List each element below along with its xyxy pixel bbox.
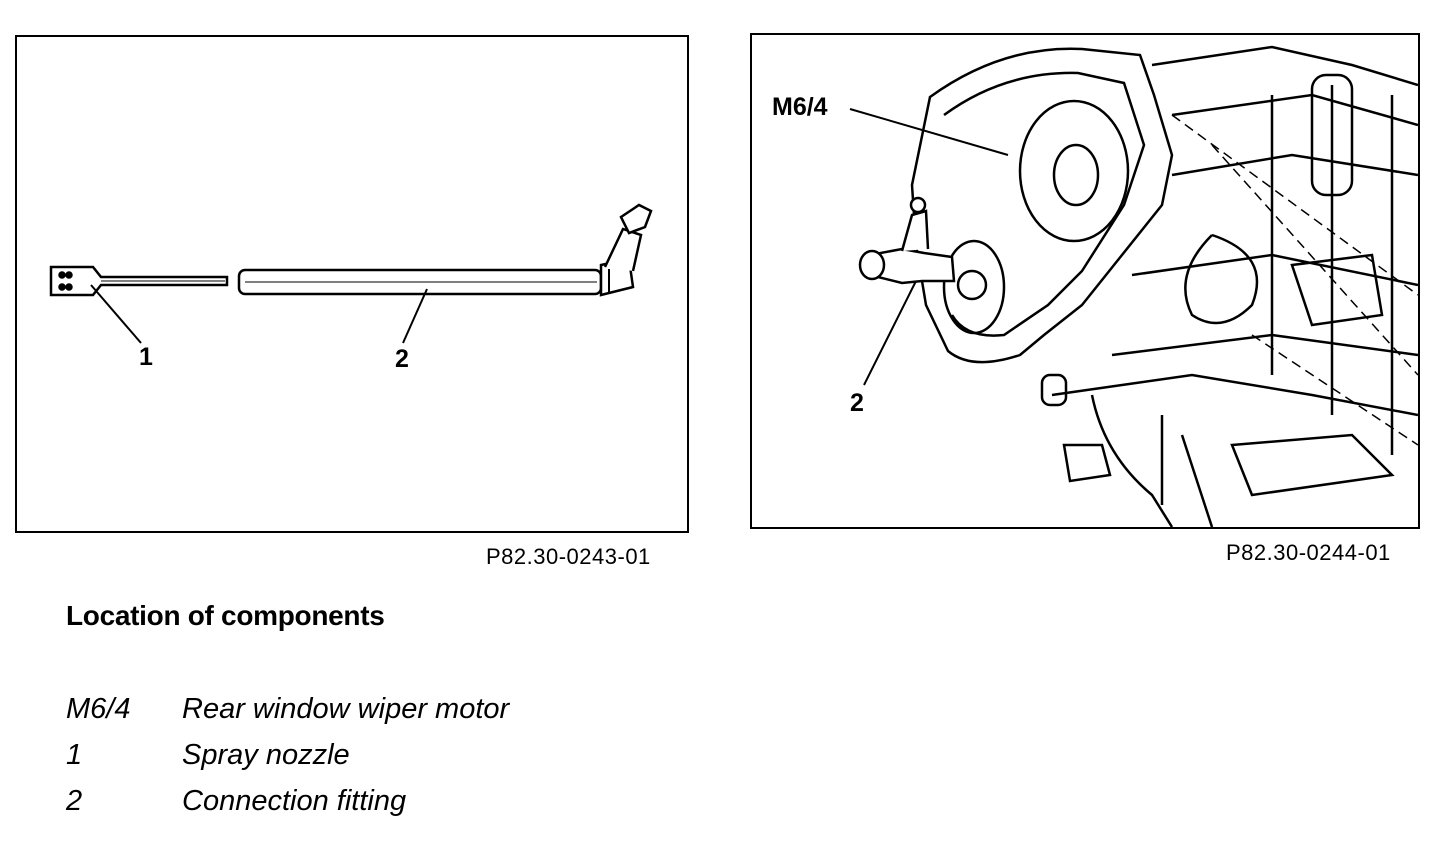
legend-key: M6/4 <box>66 693 131 725</box>
spray-nozzle-drawing <box>49 265 229 297</box>
callout-m6-4: M6/4 <box>772 93 828 121</box>
legend-description: Rear window wiper motor <box>182 693 510 725</box>
callout-2: 2 <box>850 389 864 417</box>
legend-key: 2 <box>66 785 83 817</box>
callout-2: 2 <box>395 345 409 373</box>
legend-description: Connection fitting <box>182 785 407 817</box>
wiper-motor-illustration <box>849 45 1418 527</box>
figure-code-right: P82.30-0244-01 <box>1226 540 1391 565</box>
section-heading: Location of components <box>66 600 385 631</box>
nozzle-fitting-illustration <box>49 203 653 344</box>
wiper-motor-housing <box>910 47 1174 364</box>
figure-wiper-motor-location: M6/4 2 <box>750 33 1420 529</box>
figure-nozzle-and-fitting: 1 2 <box>15 35 689 533</box>
figure-code-left: P82.30-0243-01 <box>486 544 651 569</box>
callout-1: 1 <box>139 343 153 371</box>
legend-description: Spray nozzle <box>182 739 350 771</box>
legend-key: 1 <box>66 739 83 771</box>
